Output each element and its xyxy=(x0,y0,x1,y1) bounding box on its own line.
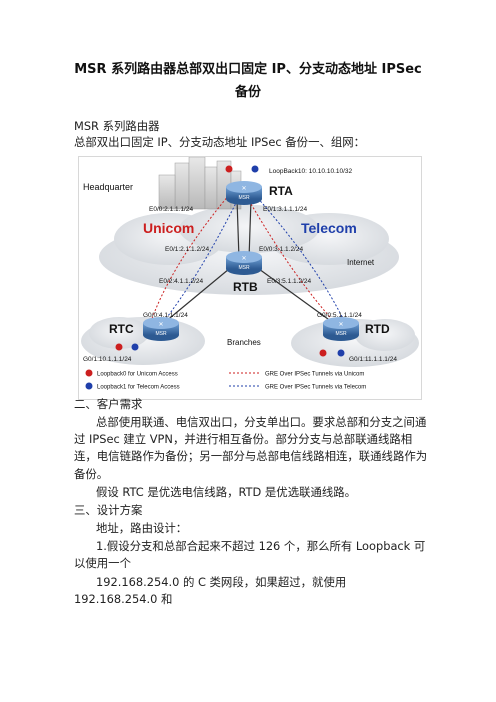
svg-text:✕: ✕ xyxy=(241,186,246,192)
section2-paragraph: 总部使用联通、电信双出口，分支单出口。要求总部和分支之间通过 IPSec 建立 … xyxy=(74,415,428,481)
diagram-legend: Loopback0 for Unicom Access Loopback1 fo… xyxy=(85,369,366,391)
unicom-label: Unicom xyxy=(143,220,194,236)
section2-assumption: 假设 RTC 是优选电信线路，RTD 是优选联通线路。 xyxy=(96,485,357,499)
page-title: MSR 系列路由器总部双出口固定 IP、分支动态地址 IPSec 备份 xyxy=(74,62,422,100)
svg-text:MSR: MSR xyxy=(238,195,250,201)
rtb-label: RTB xyxy=(233,280,258,294)
rtc-label: RTC xyxy=(109,322,134,336)
rtd-label: RTD xyxy=(365,322,390,336)
svg-text:GRE Over IPSec Tunnels via Uni: GRE Over IPSec Tunnels via Unicom xyxy=(265,372,364,378)
headquarter-label: Headquarter xyxy=(83,182,133,192)
rtd-loopback1-dot xyxy=(337,349,345,357)
router-rta-icon: ✕ MSR xyxy=(226,181,262,205)
rtc-loopback0-dot xyxy=(115,343,123,351)
svg-text:MSR: MSR xyxy=(155,331,167,337)
section2-heading: 二、客户需求 xyxy=(74,397,143,411)
section3-heading: 三、设计方案 xyxy=(74,503,143,517)
svg-text:MSR: MSR xyxy=(238,265,250,271)
rtd-loopback0-dot xyxy=(319,349,327,357)
internet-label: Internet xyxy=(347,258,375,267)
section3-last-line: 192.168.254.0 的 C 类网段，如果超过，就使用 192.168.2… xyxy=(74,575,347,607)
rta-loopback1-dot xyxy=(251,165,259,173)
rtb-e02-label: E0/2:4.1.1.2/24 xyxy=(159,278,203,285)
rta-label: RTA xyxy=(269,184,293,198)
router-rtd-icon: ✕ MSR xyxy=(323,317,359,341)
rtc-g01-label: G0/1:10.1.1.1/24 xyxy=(83,356,132,363)
rtc-g00-label: G0/0:4.1.1.1/24 xyxy=(143,312,188,319)
rtb-e03-label: E0/3:5.1.1.2/24 xyxy=(267,278,311,285)
svg-text:✕: ✕ xyxy=(241,256,246,262)
rtd-g00-label: G0/0:5.1.1.1/24 xyxy=(317,312,362,319)
intro-line-2: 总部双出口固定 IP、分支动态地址 IPSec 备份一、组网： xyxy=(74,135,366,149)
svg-text:Loopback0 for Unicom Access: Loopback0 for Unicom Access xyxy=(97,372,178,378)
rtd-g01-label: G0/1:11.1.1.1/24 xyxy=(349,356,397,363)
rtc-loopback1-dot xyxy=(131,343,139,351)
svg-text:✕: ✕ xyxy=(338,322,343,328)
section3-line1: 地址，路由设计： xyxy=(96,521,188,535)
gre-tunnels xyxy=(148,194,348,328)
section3-point1: 1.假设分支和总部合起来不超过 126 个，那么所有 Loopback 可以使用… xyxy=(74,539,426,571)
svg-text:✕: ✕ xyxy=(158,322,163,328)
rtb-e00-label: E0/0:3.1.1.2/24 xyxy=(259,246,303,253)
rtb-e01-label: E0/1:2.1.1.2/24 xyxy=(165,246,209,253)
router-rtb-icon: ✕ MSR xyxy=(226,251,262,275)
svg-text:MSR: MSR xyxy=(335,331,347,337)
rta-loopback0-dot xyxy=(225,165,233,173)
router-rtc-icon: ✕ MSR xyxy=(143,317,179,341)
network-diagram: ✕ MSR ✕ MSR ✕ MSR ✕ MSR xyxy=(78,156,422,400)
telecom-label: Telecom xyxy=(301,220,357,236)
intro-line-1: MSR 系列路由器 xyxy=(74,119,160,133)
branches-label: Branches xyxy=(227,338,261,347)
rta-e01-label: E0/1:3.1.1.1/24 xyxy=(263,206,307,213)
rta-e00-label: E0/0:2.1.1.1/24 xyxy=(149,206,193,213)
svg-text:GRE Over IPSec Tunnels via Tel: GRE Over IPSec Tunnels via Telecom xyxy=(265,385,366,391)
loopback10-label: LoopBack10: 10.10.10.10/32 xyxy=(269,168,353,175)
physical-links xyxy=(158,198,340,328)
svg-text:Loopback1 for Telecom Access: Loopback1 for Telecom Access xyxy=(97,385,180,391)
